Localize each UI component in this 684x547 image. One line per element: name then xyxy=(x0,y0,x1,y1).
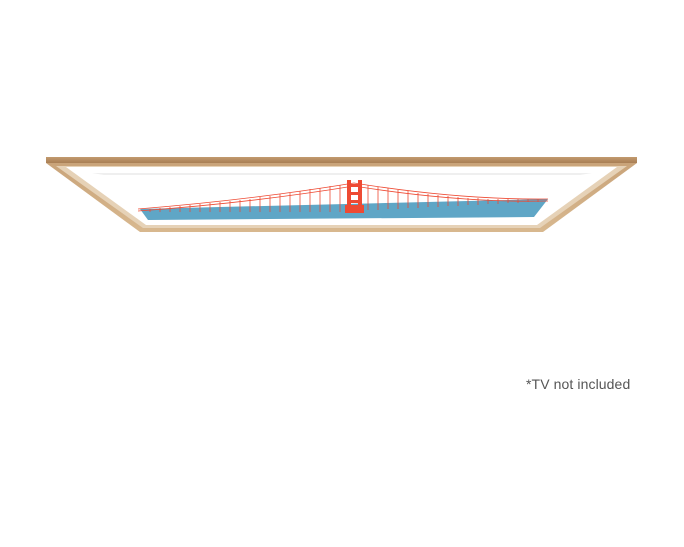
artwork-water xyxy=(140,199,548,220)
artwork-bridge-tower xyxy=(345,180,364,213)
frame-top-edge xyxy=(46,157,637,163)
tv-not-included-note: *TV not included xyxy=(526,376,631,392)
mat-inner-edge xyxy=(92,173,592,175)
